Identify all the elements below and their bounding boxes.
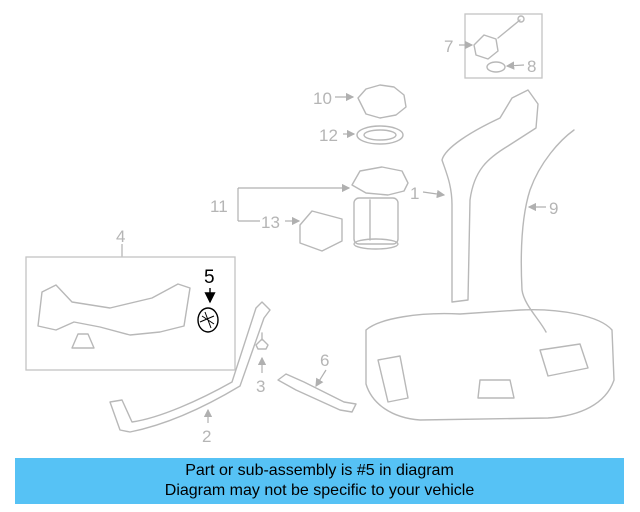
callout-10: 10 xyxy=(313,89,332,108)
tank-pad xyxy=(477,379,515,399)
fuel-tank-group xyxy=(365,308,615,421)
seal-outer xyxy=(356,125,404,145)
banner-line-1: Part or sub-assembly is #5 in diagram xyxy=(185,462,454,479)
bracket-group: 6 xyxy=(277,351,357,413)
bolt-group: 3 xyxy=(255,332,269,396)
callout-1: 1 xyxy=(410,184,419,203)
info-banner: Part or sub-assembly is #5 in diagram Di… xyxy=(15,458,624,504)
callout-8: 8 xyxy=(527,57,536,76)
tether-end xyxy=(517,15,525,23)
callout-5: 5 xyxy=(204,267,215,288)
callout-13: 13 xyxy=(261,213,280,232)
strap-group: 2 xyxy=(109,301,271,446)
clip xyxy=(71,333,95,349)
callout-11: 11 xyxy=(210,197,228,216)
callout-3: 3 xyxy=(256,377,265,396)
lock-ring xyxy=(357,84,407,119)
heat-shield-group: 4 5 xyxy=(25,227,236,371)
bolt-head xyxy=(255,338,269,350)
filler-cap-group: 7 8 xyxy=(444,13,543,79)
tank-panel xyxy=(539,343,589,377)
callout-12: 12 xyxy=(319,126,338,145)
vent-tube-group: 9 xyxy=(520,129,575,333)
filler-neck-group: 1 xyxy=(410,89,539,303)
sender-group: 13 xyxy=(261,210,343,252)
filler-neck xyxy=(441,89,539,303)
pump-base xyxy=(353,238,399,250)
pump-body xyxy=(353,197,399,245)
heat-shield xyxy=(37,283,191,336)
tank-bracket xyxy=(377,355,409,403)
callout-4: 4 xyxy=(116,227,125,246)
banner-line-2: Diagram may not be specific to your vehi… xyxy=(164,482,475,499)
cap-seal-ring xyxy=(486,61,506,73)
vent-tube xyxy=(520,129,575,333)
side-bracket xyxy=(277,373,357,413)
parts-diagram: 7 8 10 12 11 13 1 9 xyxy=(25,13,615,446)
fuel-pump-group: 11 xyxy=(210,166,409,250)
filler-cap xyxy=(473,34,499,60)
callout-7: 7 xyxy=(444,37,453,56)
heat-shield-box xyxy=(25,256,236,371)
filler-cap-tether xyxy=(497,19,521,39)
level-sender xyxy=(299,210,343,252)
fuel-tank xyxy=(365,308,615,421)
callout-2: 2 xyxy=(202,427,211,446)
seal-inner xyxy=(363,129,397,141)
seal-group: 12 xyxy=(319,125,404,145)
lock-ring-group: 10 xyxy=(313,84,407,119)
callout-6: 6 xyxy=(320,351,329,370)
pump-flange xyxy=(351,166,409,196)
callout-9: 9 xyxy=(549,199,558,218)
tank-strap xyxy=(109,301,271,433)
